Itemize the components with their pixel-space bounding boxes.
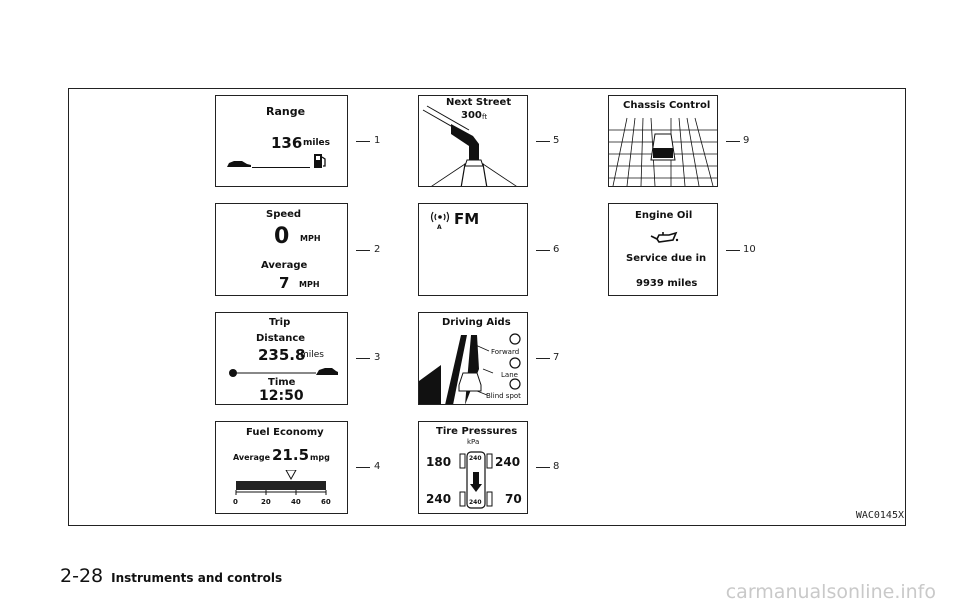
oil-service-label: Service due in [626, 253, 707, 264]
antenna-icon [430, 211, 450, 223]
tire-front-right: 240 [495, 455, 521, 469]
range-value: 136 [271, 134, 303, 152]
callout-number-1: 1 [374, 135, 381, 146]
range-unit: miles [303, 138, 331, 148]
tire-pressures-panel: Tire Pressures kPa 180 240 240 70 240 24… [418, 421, 528, 514]
fuel-scale-0: 0 [233, 498, 238, 506]
tire-title: Tire Pressures [436, 426, 518, 437]
page-number: 2-28 [60, 565, 104, 587]
callout-number-7: 7 [553, 352, 560, 363]
tire-rear-left: 240 [426, 492, 452, 506]
trip-panel: Trip Distance 235.8 miles Time 12:50 [215, 312, 348, 405]
driving-aids-graphic [419, 333, 521, 404]
speed-average-unit: MPH [299, 280, 320, 289]
tire-front-center: 240 [469, 455, 482, 462]
engine-oil-panel: Engine Oil Service due in 9939 miles [608, 203, 718, 296]
antenna-sub-label: A [437, 224, 442, 231]
callout-line-9 [726, 141, 740, 142]
speed-title: Speed [266, 209, 302, 220]
callout-line-2 [356, 250, 370, 251]
chassis-title: Chassis Control [623, 100, 711, 111]
callout-number-9: 9 [743, 135, 750, 146]
callout-number-4: 4 [374, 461, 381, 472]
oil-miles: 9939 miles [636, 278, 698, 289]
chassis-grid-graphic [609, 117, 717, 186]
figure-id: WAC0145X [855, 510, 904, 521]
driving-aids-panel: Driving Aids Forward Lane Blind spot [418, 312, 528, 405]
car-icon [227, 161, 251, 167]
tire-front-left: 180 [426, 455, 452, 469]
figure-frame [68, 88, 906, 526]
trip-distance-label: Distance [256, 333, 306, 344]
fuel-economy-panel: Fuel Economy Average 21.5 mpg 0 20 40 60 [215, 421, 348, 514]
callout-line-10 [726, 250, 740, 251]
trip-title: Trip [269, 317, 291, 328]
callout-number-5: 5 [553, 135, 560, 146]
trip-time-label: Time [268, 377, 296, 388]
callout-number-3: 3 [374, 352, 381, 363]
tire-unit: kPa [467, 438, 480, 446]
callout-number-6: 6 [553, 244, 560, 255]
speed-panel: Speed 0 MPH Average 7 MPH [215, 203, 348, 296]
watermark: carmanualsonline.info [725, 581, 936, 603]
callout-line-4 [356, 467, 370, 468]
callout-line-5 [536, 141, 550, 142]
fuel-average-label: Average [233, 453, 271, 462]
fuel-scale-20: 20 [261, 498, 271, 506]
speed-value: 0 [274, 224, 290, 249]
callout-number-10: 10 [743, 244, 756, 255]
fuel-title: Fuel Economy [246, 427, 324, 438]
callout-line-1 [356, 141, 370, 142]
nav-title: Next Street [446, 97, 512, 108]
audio-panel: A FM [418, 203, 528, 296]
navigation-panel: Next Street 300 ft [418, 95, 528, 187]
nav-distance-unit: ft [482, 113, 488, 121]
page-footer: 2-28 Instruments and controls [60, 565, 282, 587]
callout-line-3 [356, 358, 370, 359]
driving-aids-title: Driving Aids [442, 317, 511, 328]
trip-progress-icon [229, 368, 338, 377]
speed-average-value: 7 [279, 274, 290, 292]
nav-distance: 300 [461, 110, 482, 121]
fuel-value: 21.5 [272, 446, 310, 464]
fuel-economy-gauge [235, 470, 327, 495]
callout-line-6 [536, 250, 550, 251]
tire-rear-center: 240 [469, 499, 482, 506]
range-line [252, 167, 310, 168]
range-title: Range [266, 105, 306, 118]
fuel-scale-60: 60 [321, 498, 331, 506]
section-title: Instruments and controls [111, 571, 283, 585]
driving-aids-forward: Forward [491, 348, 520, 356]
chassis-control-panel: Chassis Control [608, 95, 718, 187]
callout-line-7 [536, 358, 550, 359]
callout-number-8: 8 [553, 461, 560, 472]
driving-aids-lane: Lane [501, 371, 518, 379]
fuel-unit: mpg [310, 453, 330, 462]
oil-can-icon [650, 231, 679, 243]
callout-line-8 [536, 467, 550, 468]
fuel-pump-icon [314, 154, 326, 168]
navigation-arrow-icon [422, 105, 517, 186]
trip-distance-unit: miles [300, 350, 324, 360]
driving-aids-blind-spot: Blind spot [486, 392, 521, 400]
audio-source: FM [454, 210, 480, 228]
trip-distance-value: 235.8 [258, 346, 306, 364]
tire-rear-right: 70 [505, 492, 522, 506]
range-panel: Range 136 miles [215, 95, 348, 187]
oil-title: Engine Oil [635, 210, 693, 221]
speed-unit: MPH [300, 234, 321, 243]
tire-car-icon [459, 451, 493, 509]
speed-average-label: Average [261, 260, 308, 271]
callout-number-2: 2 [374, 244, 381, 255]
trip-time-value: 12:50 [259, 388, 304, 404]
fuel-scale-40: 40 [291, 498, 301, 506]
